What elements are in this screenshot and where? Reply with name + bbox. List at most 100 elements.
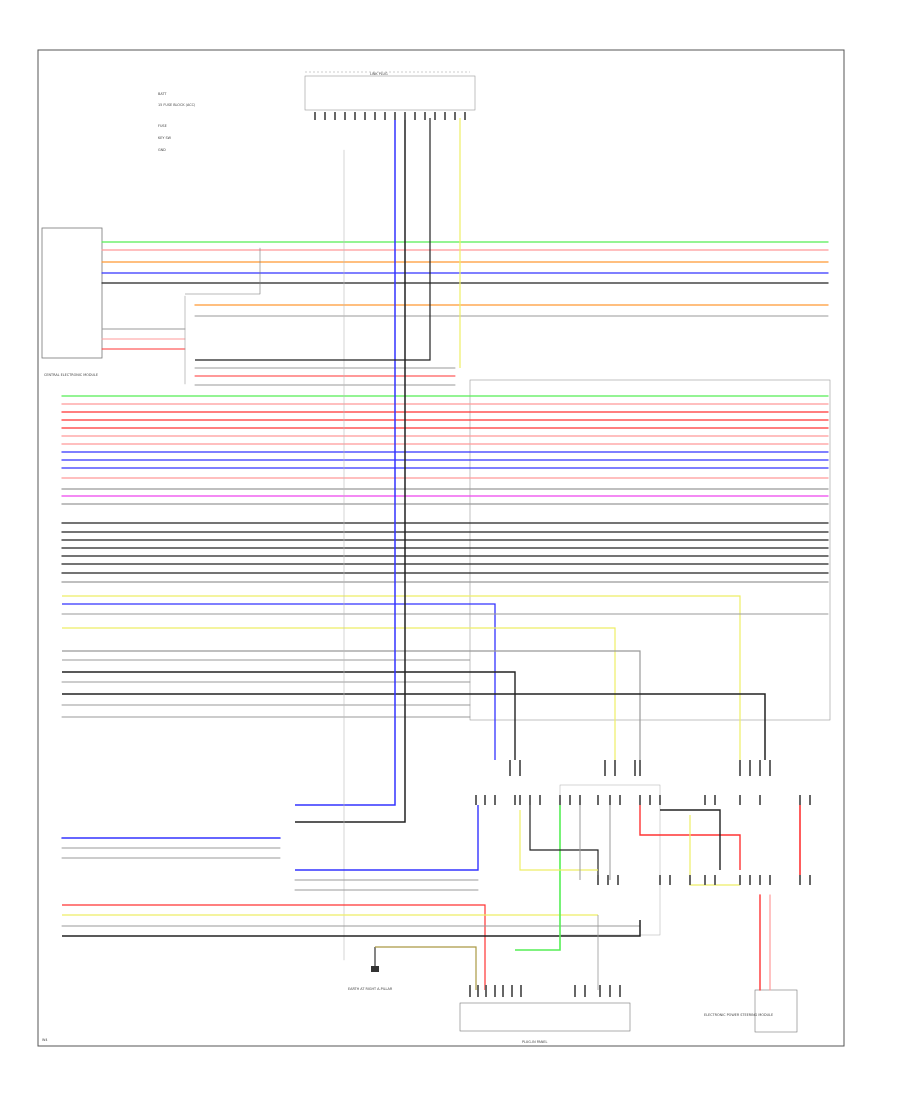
terminal-pin xyxy=(597,875,599,885)
component-wire xyxy=(660,809,721,870)
terminal-pin xyxy=(519,795,521,805)
component-wire xyxy=(689,815,740,886)
drop-wire xyxy=(62,595,741,760)
ground-label: EARTH AT RIGHT A-PILLAR xyxy=(348,987,393,991)
terminal-pin xyxy=(314,112,316,120)
terminal-pin xyxy=(639,760,641,776)
vertical-wire xyxy=(295,118,406,823)
terminal-pin xyxy=(659,875,661,885)
terminal-pin xyxy=(354,112,356,120)
drop-wire xyxy=(62,627,616,760)
terminal-pin xyxy=(404,112,406,120)
right-bottom-label: ELECTRONIC POWER STEERING MODULE xyxy=(704,1013,773,1017)
terminal-pin xyxy=(809,875,811,885)
drop-wire xyxy=(62,603,496,760)
terminal-pin xyxy=(609,795,611,805)
terminal-pin xyxy=(464,112,466,120)
terminal-pin xyxy=(494,795,496,805)
terminal-pin xyxy=(384,112,386,120)
legend-item: 15 FUSE BLOCK (ACC) xyxy=(158,103,196,107)
terminal-pin xyxy=(529,795,531,805)
terminal-pin xyxy=(714,875,716,885)
legend-item: FUSE xyxy=(158,124,167,128)
terminal-pin xyxy=(617,875,619,885)
vertical-wire xyxy=(295,118,396,806)
legend: BATT 15 FUSE BLOCK (ACC) FUSE KEY SW GND xyxy=(158,92,196,152)
terminal-pin xyxy=(607,875,609,885)
terminal-pin xyxy=(424,112,426,120)
terminal-pin xyxy=(394,112,396,120)
terminal-pin xyxy=(324,112,326,120)
terminal-pin xyxy=(634,760,636,776)
left-module-label: CENTRAL ELECTRONIC MODULE xyxy=(44,373,98,377)
terminal-pin xyxy=(619,985,621,997)
drop-wire xyxy=(62,650,641,760)
terminal-pin xyxy=(769,875,771,885)
terminal-group xyxy=(314,112,811,997)
terminal-pin xyxy=(614,760,616,776)
terminal-pin xyxy=(704,875,706,885)
legend-item: KEY SW xyxy=(158,136,172,140)
terminal-pin xyxy=(759,760,761,776)
bottom-connector: PLUG-IN PANEL xyxy=(459,1002,631,1044)
right-bracket-box xyxy=(469,379,831,721)
terminal-pin xyxy=(334,112,336,120)
ground-symbol: EARTH AT RIGHT A-PILLAR xyxy=(348,947,393,991)
terminal-pin xyxy=(604,760,606,776)
terminal-pin xyxy=(639,795,641,805)
terminal-pin xyxy=(364,112,366,120)
terminal-pin xyxy=(511,985,513,997)
terminal-pin xyxy=(514,795,516,805)
terminal-pin xyxy=(749,875,751,885)
terminal-pin xyxy=(809,795,811,805)
terminal-pin xyxy=(759,875,761,885)
terminal-pin xyxy=(539,795,541,805)
terminal-pin xyxy=(475,795,477,805)
terminal-pin xyxy=(520,985,522,997)
terminal-pin xyxy=(704,795,706,805)
feed-wire xyxy=(62,920,641,937)
feed-wire xyxy=(515,800,561,951)
terminal-pin xyxy=(494,985,496,997)
terminal-pin xyxy=(569,795,571,805)
terminal-pin xyxy=(739,795,741,805)
terminal-pin xyxy=(434,112,436,120)
terminal-pin xyxy=(584,985,586,997)
feed-wire xyxy=(375,946,477,990)
terminal-pin xyxy=(444,112,446,120)
terminal-pin xyxy=(579,795,581,805)
top-connector: LINK PLUG xyxy=(304,71,476,111)
terminal-pin xyxy=(739,760,741,776)
terminal-pin xyxy=(454,112,456,120)
terminal-pin xyxy=(669,875,671,885)
wire-group xyxy=(61,118,829,991)
terminal-pin xyxy=(519,760,521,776)
terminal-pin xyxy=(799,875,801,885)
drop-wire xyxy=(62,693,766,760)
terminal-pin xyxy=(574,985,576,997)
terminal-pin xyxy=(509,760,511,776)
terminal-pin xyxy=(749,760,751,776)
terminal-pin xyxy=(344,112,346,120)
right-bottom-module: ELECTRONIC POWER STEERING MODULE xyxy=(704,989,798,1033)
component-wire xyxy=(529,800,599,880)
terminal-pin xyxy=(759,795,761,805)
diagram-frame xyxy=(37,49,845,1047)
legend-item: GND xyxy=(158,148,166,152)
terminal-pin xyxy=(619,795,621,805)
terminal-pin xyxy=(477,985,479,997)
terminal-pin xyxy=(599,985,601,997)
terminal-pin xyxy=(714,795,716,805)
terminal-pin xyxy=(469,985,471,997)
lower-wire xyxy=(295,805,479,871)
terminal-pin xyxy=(484,795,486,805)
terminal-pin xyxy=(689,875,691,885)
terminal-pin xyxy=(597,795,599,805)
legend-item: BATT xyxy=(158,92,167,96)
left-module: CENTRAL ELECTRONIC MODULE xyxy=(41,227,103,377)
terminal-pin xyxy=(414,112,416,120)
terminal-pin xyxy=(609,985,611,997)
bottom-connector-label: PLUG-IN PANEL xyxy=(522,1040,548,1044)
terminal-pin xyxy=(649,795,651,805)
